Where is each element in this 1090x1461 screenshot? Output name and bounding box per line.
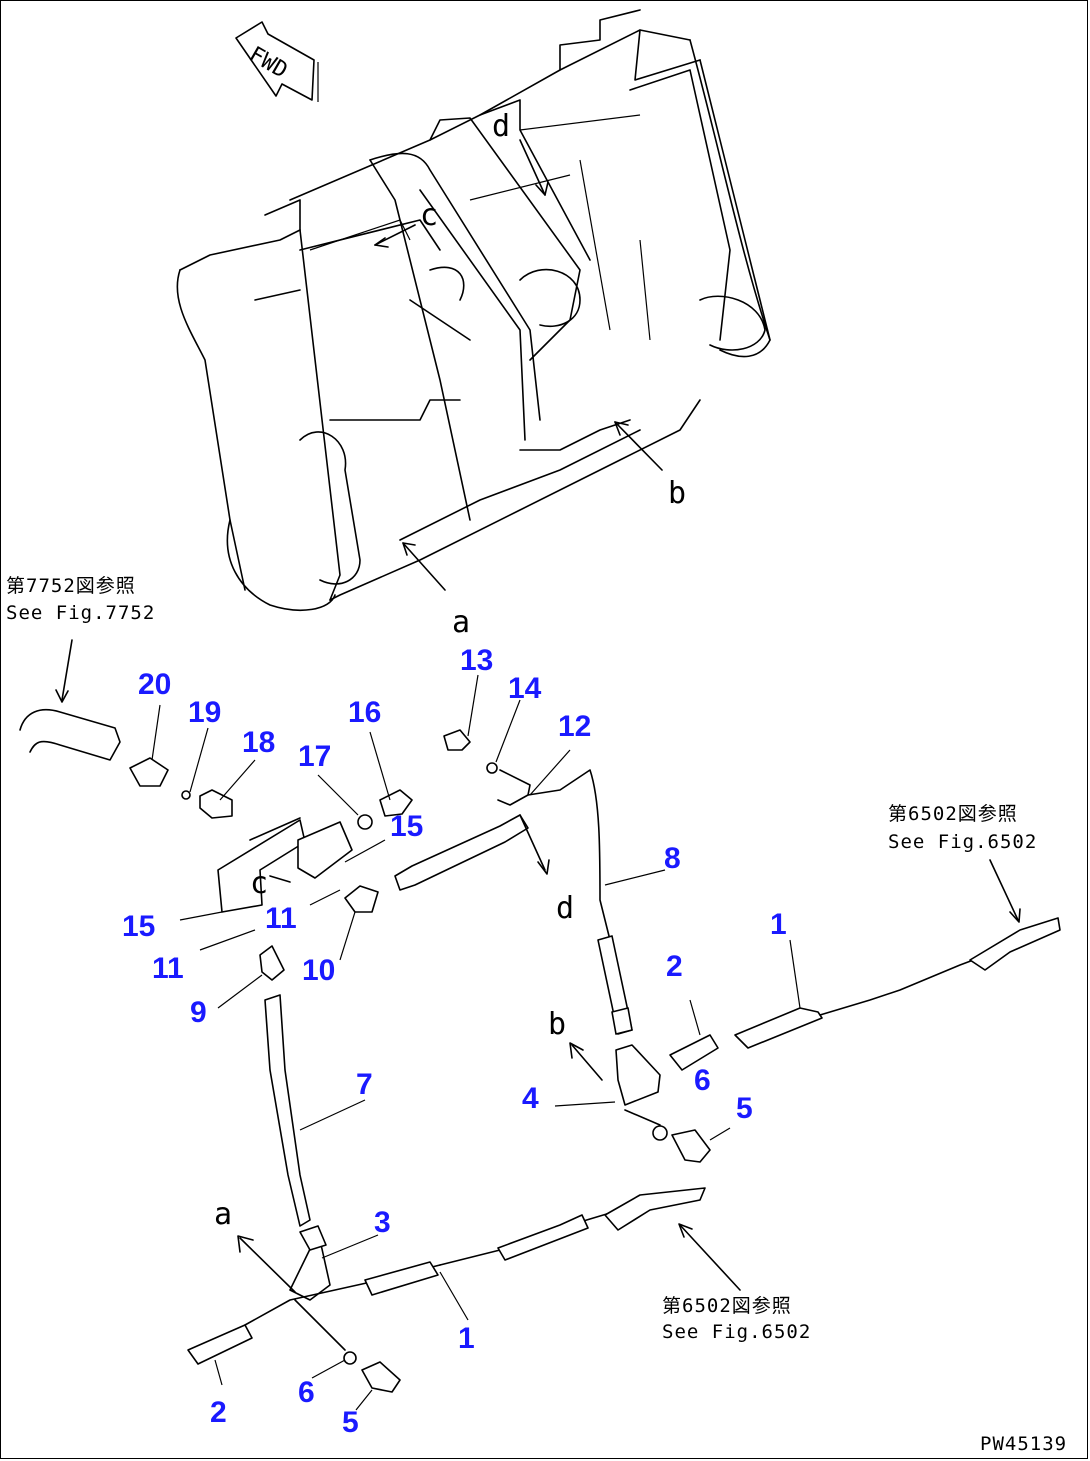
- ref-7752-en: See Fig.7752: [6, 602, 155, 624]
- view-letter-c-top: c: [420, 198, 438, 233]
- callout-6-right: 6: [694, 1064, 711, 1097]
- callout-12: 12: [558, 710, 591, 743]
- elbow-part-9: [259, 945, 285, 981]
- callout-7: 7: [356, 1068, 373, 1101]
- view-letter-a-bottom: a: [214, 1197, 232, 1232]
- tee-part-3: [289, 1239, 331, 1301]
- plug-part-18: [199, 789, 233, 819]
- right-assembly: b: [548, 917, 1061, 1163]
- block-part-4: [615, 1044, 661, 1106]
- callout-9: 9: [190, 996, 207, 1029]
- callout-10: 10: [302, 954, 335, 987]
- washer-part-17: [357, 814, 373, 830]
- reference-note-6502-bottom: 第6502図参照 See Fig.6502: [662, 1223, 811, 1343]
- callout-15-left: 15: [122, 910, 155, 943]
- callout-11-left: 11: [152, 952, 184, 985]
- view-letter-c-mid: c: [250, 866, 268, 901]
- fwd-label: FWD: [245, 42, 292, 84]
- bolt-part-5-bottom: [361, 1361, 401, 1393]
- callout-5-bottom: 5: [342, 1406, 359, 1439]
- callout-11-right: 11: [265, 902, 297, 935]
- callout-5-right: 5: [736, 1092, 753, 1125]
- hose-part-20-end: [19, 708, 121, 761]
- callout-6-bottom: 6: [298, 1376, 315, 1409]
- fitting-part-10: [344, 885, 379, 913]
- callout-14: 14: [508, 672, 542, 705]
- hose-part-1-right-fitting: [969, 917, 1061, 971]
- callout-1-bottom: 1: [458, 1322, 475, 1355]
- callout-4: 4: [522, 1082, 539, 1115]
- callout-15-right: 15: [390, 810, 423, 843]
- leader-lines: [151, 674, 801, 1411]
- callout-13: 13: [460, 644, 493, 677]
- callout-8: 8: [664, 842, 681, 875]
- bolt-part-5-right: [671, 1129, 711, 1163]
- fwd-arrow-icon: FWD: [235, 21, 319, 102]
- fitting-part-20: [129, 757, 169, 787]
- callout-16: 16: [348, 696, 381, 729]
- view-letter-b-mid: b: [548, 1007, 566, 1042]
- hose-part-1-right-end: [734, 1007, 823, 1049]
- reference-note-7752: 第7752図参照 See Fig.7752: [6, 575, 155, 703]
- ref-6502-right-en: See Fig.6502: [888, 831, 1037, 853]
- washer-part-6-bottom: [343, 1351, 357, 1365]
- view-letter-b-top: b: [668, 476, 686, 511]
- washer-part-5-right: [652, 1125, 668, 1141]
- view-letter-d-top: d: [492, 109, 510, 144]
- hose-part-12: [394, 814, 529, 891]
- ref-6502-right-jp: 第6502図参照: [888, 803, 1018, 825]
- callout-2-bottom: 2: [210, 1396, 227, 1429]
- callout-3: 3: [374, 1206, 391, 1239]
- callout-20: 20: [138, 668, 171, 701]
- callout-18: 18: [242, 726, 275, 759]
- bottom-assembly: a: [187, 1187, 706, 1393]
- adapter-part-2-right: [669, 1034, 719, 1071]
- reference-note-6502-right: 第6502図参照 See Fig.6502: [888, 803, 1037, 923]
- callout-2-right: 2: [666, 950, 683, 983]
- bolt-part-16: [379, 789, 413, 817]
- callout-17: 17: [298, 740, 331, 773]
- ring-part-19: [181, 790, 191, 800]
- callout-1-right: 1: [770, 908, 787, 941]
- drawing-number: PW45139: [980, 1433, 1067, 1455]
- callout-numbers: 20 19 18 17 16 15 15 11 11 9 10 7 13 14 …: [122, 644, 787, 1439]
- view-letter-d-mid: d: [556, 891, 574, 926]
- ref-6502-bottom-en: See Fig.6502: [662, 1321, 811, 1343]
- ref-6502-bottom-jp: 第6502図参照: [662, 1295, 792, 1317]
- ref-7752-jp: 第7752図参照: [6, 575, 136, 597]
- washer-part-14: [486, 762, 498, 774]
- adapter-part-2-bottom: [187, 1324, 253, 1365]
- hose-part-7: [264, 994, 311, 1227]
- block-part-15-right: [297, 821, 353, 879]
- view-letter-a-top: a: [452, 605, 470, 640]
- hose-part-1-bottom-end: [364, 1261, 439, 1296]
- bolt-part-13: [443, 729, 471, 751]
- view-markers: d c b a: [374, 109, 686, 640]
- callout-19: 19: [188, 696, 221, 729]
- machine-frame: [176, 9, 771, 611]
- hose-part-1-bottom-fitting: [604, 1187, 706, 1231]
